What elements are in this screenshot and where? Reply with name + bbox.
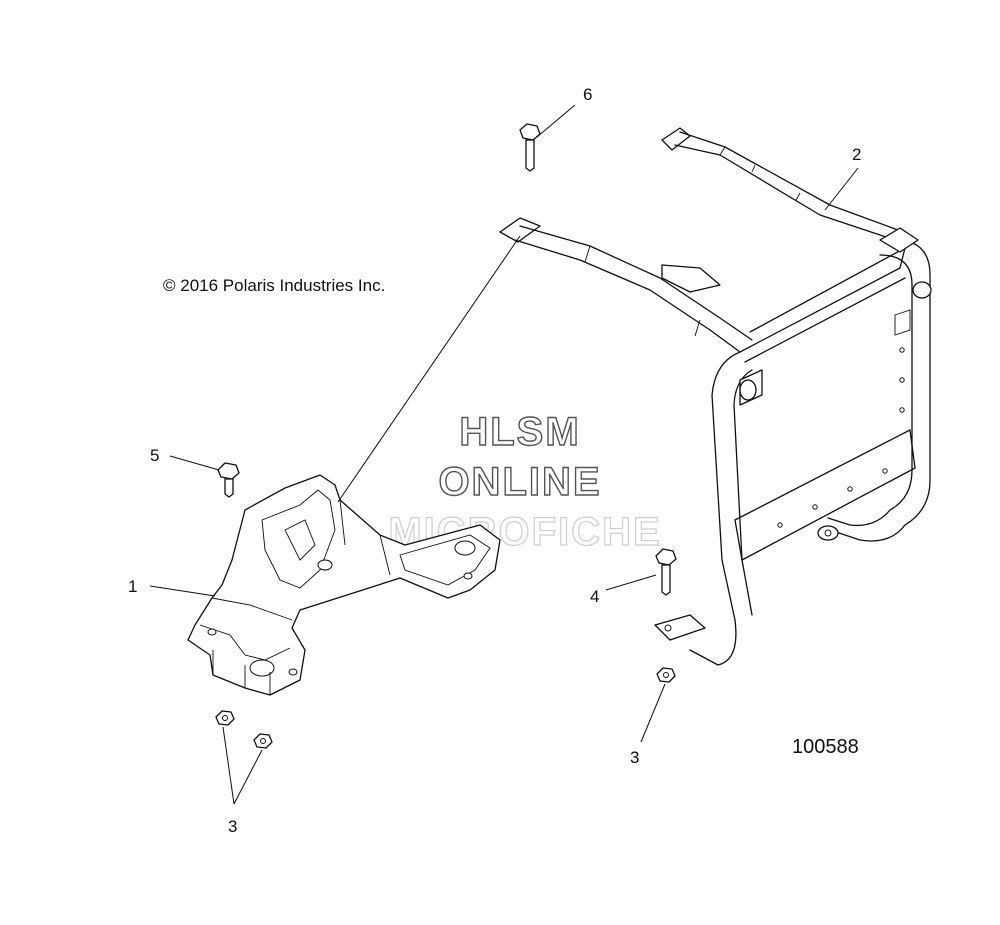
frame-part [499,127,932,666]
callout-bracket: 1 [128,577,137,596]
bolt-left [217,462,240,498]
leader-lines [149,104,859,805]
bolt-top [519,123,541,172]
bracket-part [187,474,501,696]
watermark-line-2: ONLINE [438,460,601,504]
callout-bolt-left: 5 [150,446,159,465]
bolt-right [655,548,677,596]
nut-left-a [215,710,235,726]
callout-bolt-right: 4 [590,587,599,606]
nut-left-b [253,733,273,749]
callout-frame: 2 [852,145,861,164]
document-number: 100588 [792,736,859,758]
callout-bolt-top: 6 [583,85,592,104]
nut-right [656,667,676,683]
callout-nut-right: 3 [630,748,639,767]
watermark-line-1: HLSM [459,410,580,454]
callout-nuts-left: 3 [228,817,237,836]
callout-labels: 1 2 3 3 4 5 6 [128,85,861,836]
copyright-notice: © 2016 Polaris Industries Inc. [163,276,385,295]
watermark: HLSM ONLINE MICROFICHE [388,409,661,554]
